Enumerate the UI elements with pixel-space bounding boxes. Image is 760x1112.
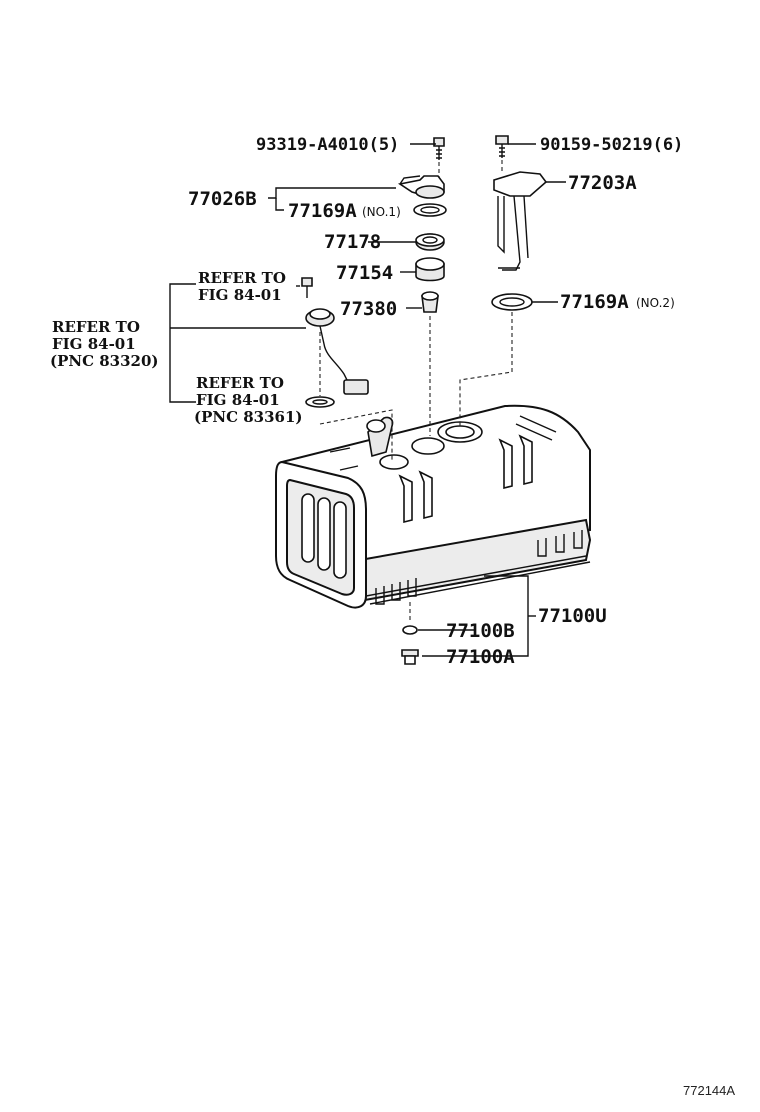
tank-rib-slot	[333, 501, 347, 579]
washer-77100b-icon	[402, 625, 418, 635]
label-gasket-no1-sub: (NO.1)	[362, 205, 401, 219]
ref3-line2: FIG 84-01	[196, 391, 280, 409]
ref2-line2: FIG 84-01	[52, 335, 136, 353]
label-tank-b: 77100B	[446, 620, 515, 642]
ref2-line3: (PNC 83320)	[50, 352, 159, 370]
ref3-line1: REFER TO	[196, 374, 284, 392]
label-tank-a: 77100A	[446, 646, 515, 668]
tank-rib-slot	[301, 493, 315, 563]
retainer-icon	[415, 257, 445, 282]
label-gasket-no2: 77169A	[560, 291, 629, 313]
label-gasket-no2-sub: (NO.2)	[636, 296, 675, 310]
gasket-no1-icon	[413, 203, 447, 217]
fuel-sender-icon	[493, 171, 548, 271]
label-retainer: 77154	[336, 262, 393, 284]
fuel-tank	[275, 404, 592, 609]
ring-icon	[415, 233, 445, 251]
ref3-line3: (PNC 83361)	[194, 408, 303, 426]
tank-rib-slot	[317, 497, 331, 571]
label-valve: 77380	[340, 298, 397, 320]
bolt-93319-icon	[433, 137, 445, 160]
fuel-sensor-icon	[305, 308, 369, 395]
bolt-77100a-icon	[401, 649, 419, 665]
gasket-no2-icon	[491, 293, 533, 311]
label-gauge-assy: 77026B	[188, 188, 257, 210]
label-bolt-90159: 90159-50219(6)	[540, 135, 683, 155]
label-bolt-93319: 93319-A4010(5)	[256, 135, 399, 155]
bolt-ref-icon	[301, 277, 313, 298]
label-sender: 77203A	[568, 172, 637, 194]
label-ring: 77178	[324, 231, 381, 253]
valve-icon	[421, 291, 439, 313]
ref1-line1: REFER TO	[198, 269, 286, 287]
label-gasket-no1: 77169A	[288, 200, 357, 222]
ref1-line2: FIG 84-01	[198, 286, 282, 304]
bolt-90159-icon	[495, 135, 509, 158]
label-tank-assy: 77100U	[538, 605, 607, 627]
seal-ref-icon	[305, 396, 335, 408]
gauge-assembly-icon	[397, 175, 445, 199]
figure-id: 772144A	[683, 1083, 735, 1098]
ref2-line1: REFER TO	[52, 318, 140, 336]
